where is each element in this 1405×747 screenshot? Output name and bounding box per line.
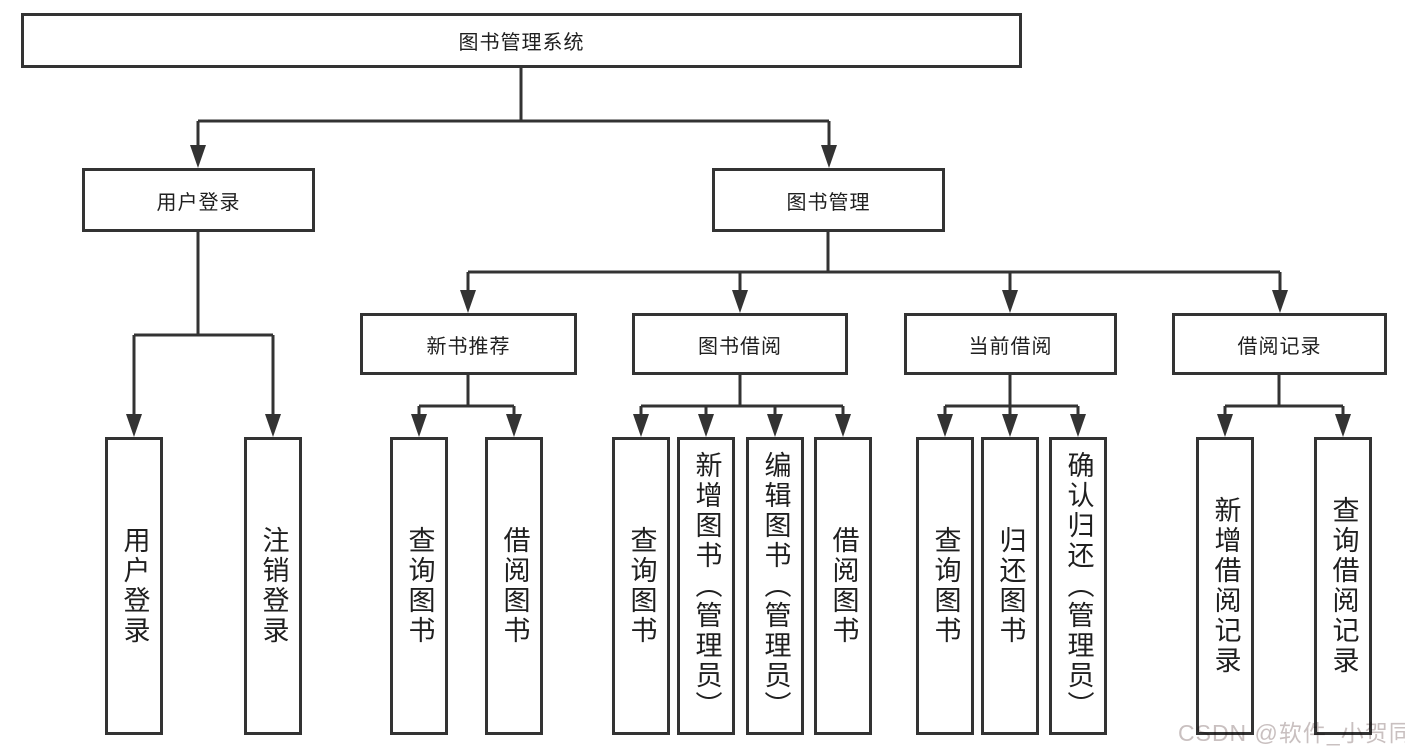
- node-root-book-management-system: 图书管理系统: [21, 13, 1022, 68]
- leaf-label: 新增图书（管理员）: [691, 451, 722, 721]
- node-leaf-newbooks-query: 查询图书: [390, 437, 448, 735]
- node-leaf-logout: 注销登录: [244, 437, 302, 735]
- node-book-borrow: 图书借阅: [632, 313, 848, 375]
- node-leaf-current-confirm-admin: 确认归还（管理员）: [1049, 437, 1107, 735]
- leaf-label: 注销登录: [258, 526, 289, 646]
- node-user-login: 用户登录: [82, 168, 315, 232]
- node-current-borrow: 当前借阅: [904, 313, 1117, 375]
- node-leaf-current-query: 查询图书: [916, 437, 974, 735]
- node-leaf-newbooks-borrow: 借阅图书: [485, 437, 543, 735]
- leaf-label: 查询图书: [930, 526, 961, 646]
- leaf-label: 查询借阅记录: [1328, 496, 1359, 676]
- node-leaf-user-login: 用户登录: [105, 437, 163, 735]
- node-leaf-borrow-borrow: 借阅图书: [814, 437, 872, 735]
- leaf-label: 借阅图书: [828, 526, 859, 646]
- node-leaf-borrow-query: 查询图书: [612, 437, 670, 735]
- leaf-label: 归还图书: [995, 526, 1026, 646]
- leaf-label: 借阅图书: [499, 526, 530, 646]
- leaf-label: 确认归还（管理员）: [1063, 451, 1094, 721]
- leaf-label: 查询图书: [626, 526, 657, 646]
- node-leaf-current-return: 归还图书: [981, 437, 1039, 735]
- leaf-label: 编辑图书（管理员）: [760, 451, 791, 721]
- node-leaf-records-add: 新增借阅记录: [1196, 437, 1254, 735]
- node-leaf-borrow-edit-admin: 编辑图书（管理员）: [746, 437, 804, 735]
- node-borrow-records: 借阅记录: [1172, 313, 1387, 375]
- node-book-management: 图书管理: [712, 168, 945, 232]
- node-leaf-records-query: 查询借阅记录: [1314, 437, 1372, 735]
- csdn-watermark: CSDN @软件_小贺同学: [1178, 720, 1405, 746]
- node-new-book-recommend: 新书推荐: [360, 313, 577, 375]
- leaf-label: 用户登录: [119, 526, 150, 646]
- node-leaf-borrow-add-admin: 新增图书（管理员）: [677, 437, 735, 735]
- leaf-label: 查询图书: [404, 526, 435, 646]
- leaf-label: 新增借阅记录: [1210, 496, 1241, 676]
